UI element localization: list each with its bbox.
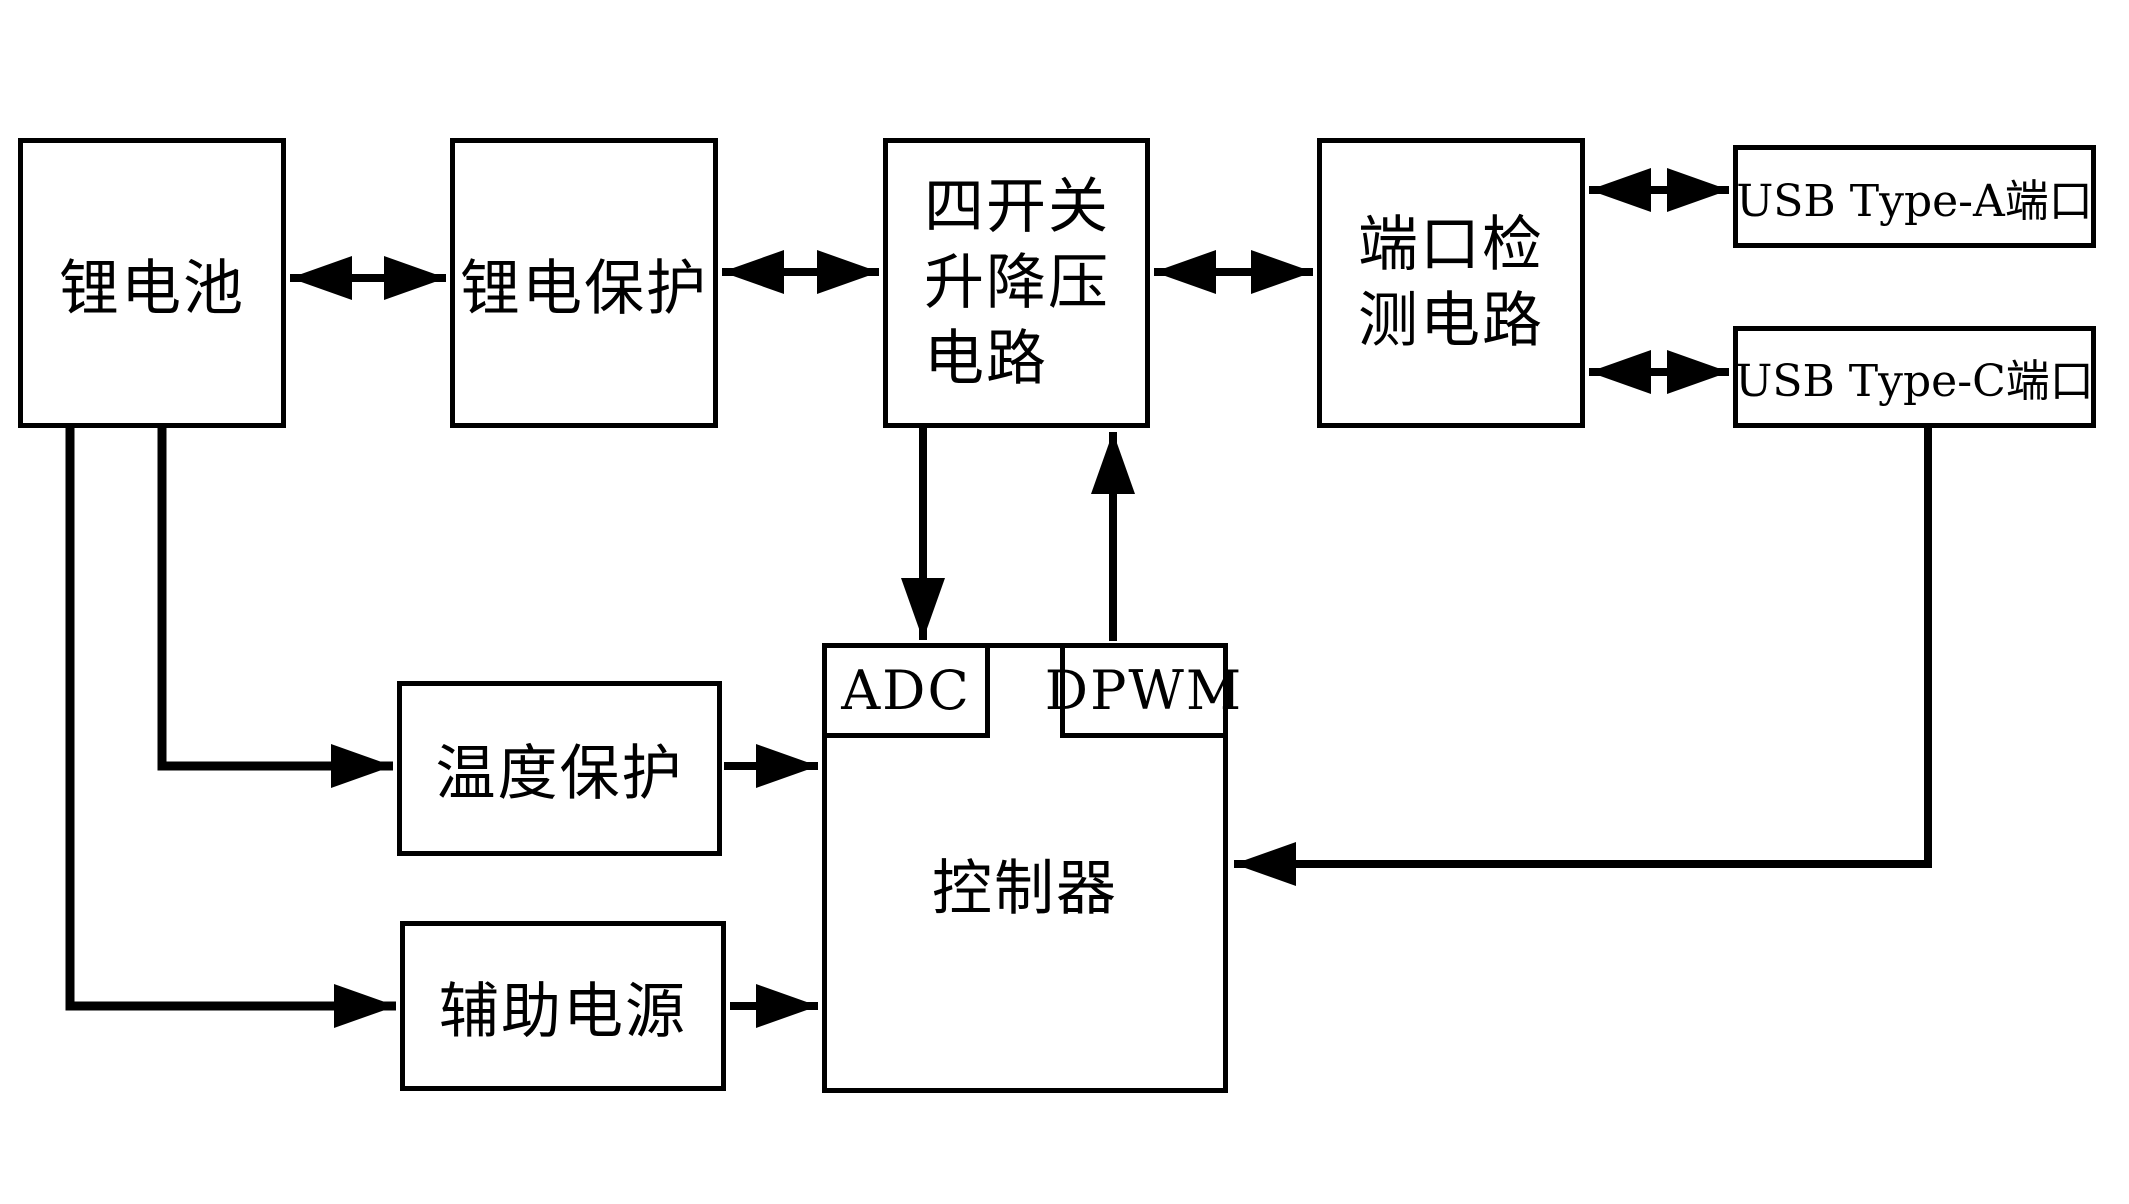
block-usb-type-a-port: USB Type-A端口	[1733, 145, 2096, 248]
arrow-battery-tempprotection	[157, 426, 393, 788]
block-lithium-protection-label: 锂电保护	[460, 253, 708, 324]
block-port-detection-line1: 端口检	[1358, 210, 1544, 280]
block-buck-boost-line1: 四开关	[924, 172, 1110, 242]
block-auxiliary-power: 辅助电源	[400, 921, 726, 1091]
block-buck-boost-line3: 电路	[924, 324, 1048, 394]
block-dpwm: DPWM	[1045, 643, 1241, 738]
block-adc-label: ADC	[841, 659, 971, 722]
block-port-detection-circuit: 端口检 测电路	[1317, 138, 1585, 428]
block-port-detection-line2: 测电路	[1358, 286, 1544, 356]
block-adc: ADC	[822, 643, 990, 738]
block-lithium-battery: 锂电池	[18, 138, 286, 428]
block-auxiliary-power-label: 辅助电源	[439, 976, 687, 1047]
block-buck-boost-circuit: 四开关 升降压 电路	[883, 138, 1150, 428]
block-buck-boost-line2: 升降压	[924, 248, 1110, 318]
block-temperature-protection-label: 温度保护	[435, 739, 684, 809]
block-usb-type-a-label: USB Type-A端口	[1736, 175, 2093, 227]
arrow-usbc-controller	[1234, 428, 1932, 886]
block-controller-label: 控制器	[932, 853, 1118, 924]
block-temperature-protection: 温度保护	[397, 681, 722, 856]
block-lithium-protection: 锂电保护	[450, 138, 718, 428]
block-usb-type-c-label: USB Type-C端口	[1735, 356, 2094, 407]
block-dpwm-label: DPWM	[1044, 659, 1244, 722]
block-usb-type-c-port: USB Type-C端口	[1733, 326, 2096, 428]
arrow-battery-auxpower	[65, 426, 396, 1028]
block-lithium-battery-label: 锂电池	[59, 253, 245, 324]
